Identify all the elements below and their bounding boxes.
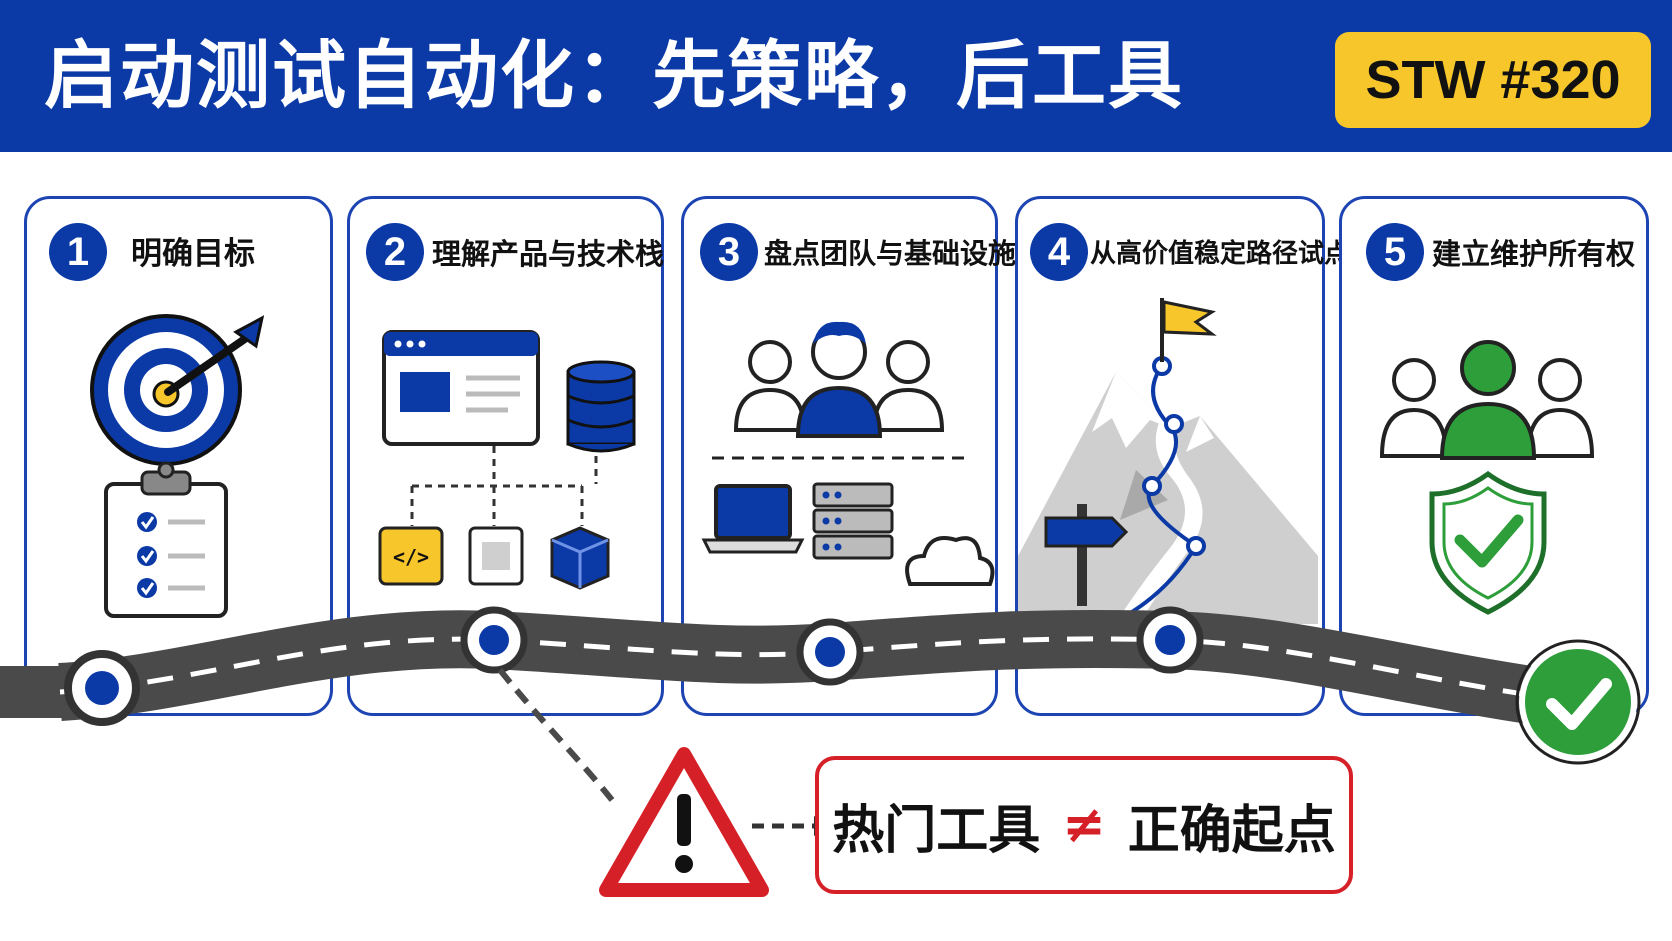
journey-road [0,609,1584,731]
step-number-1: 1 [49,223,107,281]
not-equal-symbol: ≠ [1062,795,1106,855]
milestone-marker-1 [64,650,140,726]
step-label-1: 明确目标 [131,236,255,272]
warning-right-text: 正确起点 [1127,800,1336,861]
page-title: 启动测试自动化：先策略，后工具 [44,33,1184,119]
tech-stack-icon: </> [378,330,636,590]
milestone-marker-2 [460,606,528,674]
warning-left-text: 热门工具 [832,800,1041,861]
step-number-3: 3 [700,223,758,281]
team-infrastructure-icon [701,321,995,586]
step-label-4: 从高价值稳定路径试点 [1090,239,1351,269]
step-label-3: 盘点团队与基础设施 [764,237,1017,270]
step-label-2: 理解产品与技术栈 [432,237,665,271]
step-number-4: 4 [1030,223,1088,281]
finish-check-icon [1515,639,1641,765]
detour-path [497,668,615,802]
mountain-path-icon [1018,298,1318,624]
ownership-shield-icon [1379,340,1595,615]
step-number-2: 2 [366,223,424,281]
warning-message: 热门工具 ≠ 正确起点 [815,756,1353,894]
issue-badge: STW #320 [1335,32,1651,128]
code-glyph: </> [393,545,429,569]
milestone-marker-3 [796,618,864,686]
step-label-5: 建立维护所有权 [1432,237,1636,271]
warning-icon [599,747,769,897]
milestone-marker-4 [1136,606,1204,674]
step-number-5: 5 [1366,223,1424,281]
target-checklist-icon [90,314,265,618]
